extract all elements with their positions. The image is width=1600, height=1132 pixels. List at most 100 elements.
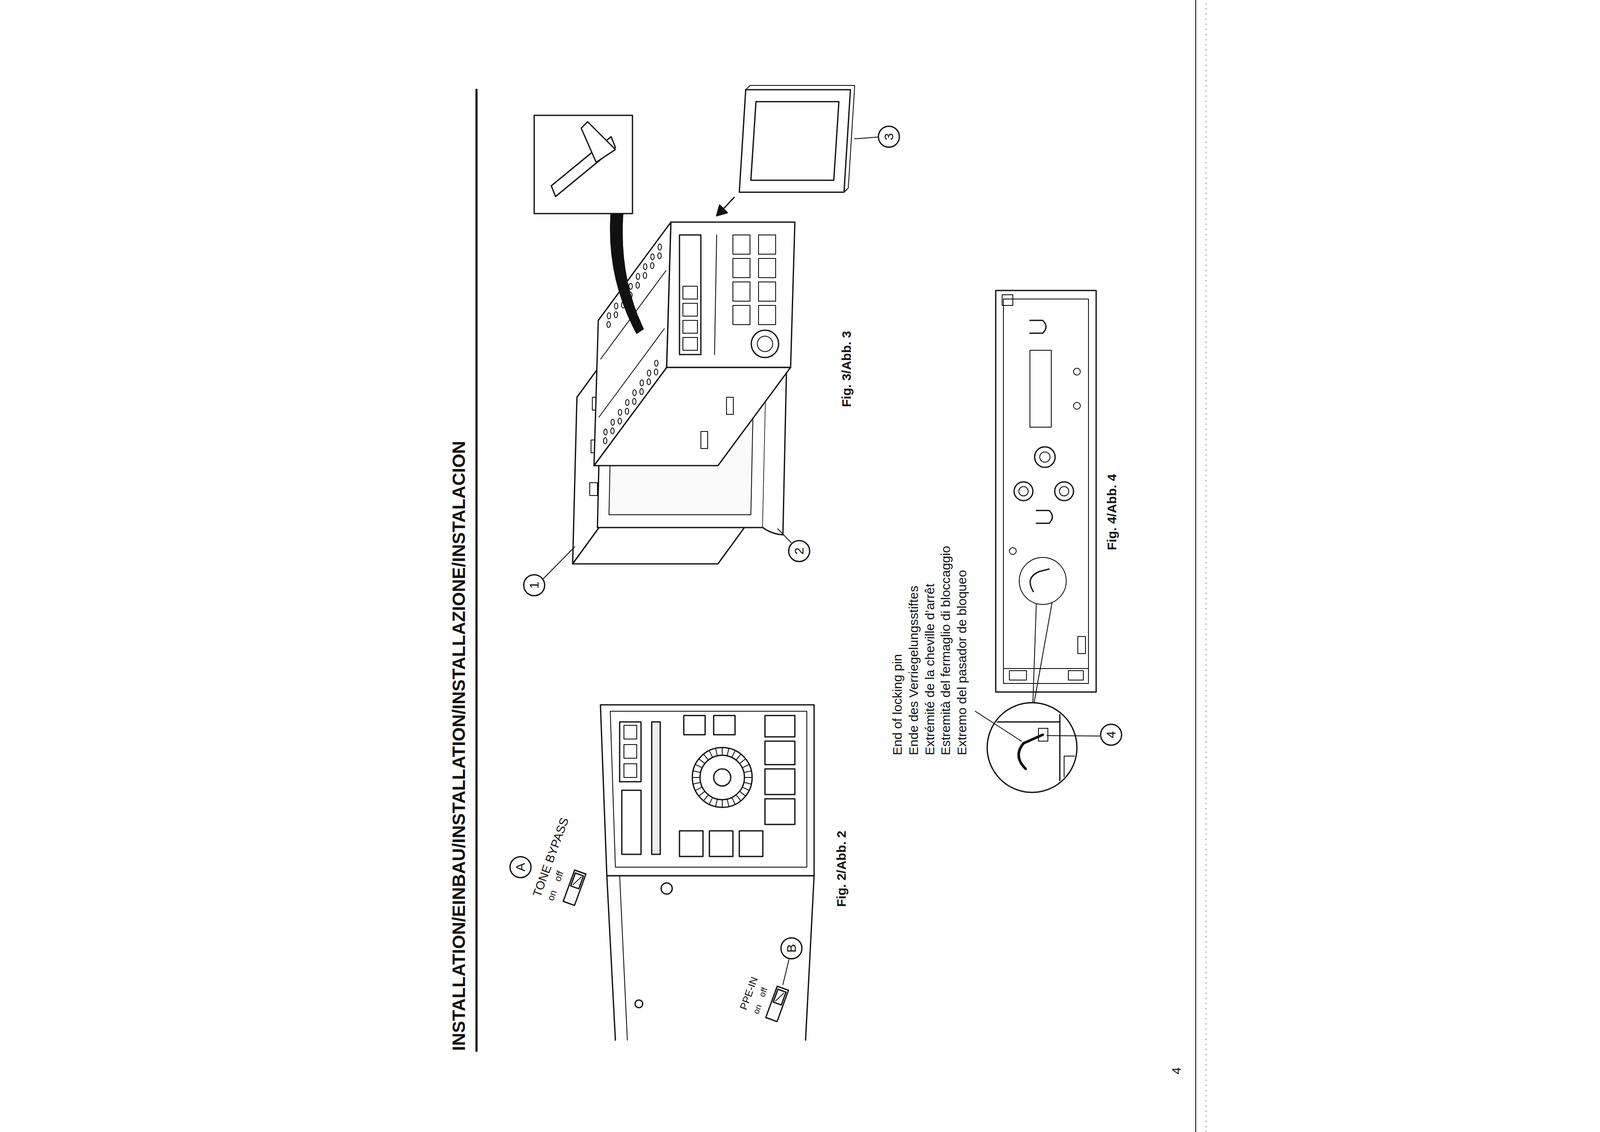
vent-hole <box>603 438 607 445</box>
unit-bracket <box>1068 670 1084 681</box>
vent-hole <box>654 369 658 376</box>
vent-hole <box>632 389 637 396</box>
switch-position: off <box>551 869 566 885</box>
panel-button <box>683 715 706 736</box>
radio-button <box>732 305 750 325</box>
magnifier-cone <box>1032 603 1037 703</box>
side-slot <box>726 397 734 415</box>
radio-top <box>594 222 671 466</box>
display-window <box>621 790 642 855</box>
panel-button <box>764 715 795 738</box>
knob-ridge <box>744 782 752 785</box>
vent-hole <box>614 302 618 309</box>
vent-hole <box>639 388 644 395</box>
switch-position: on <box>544 888 560 903</box>
knob-ridge <box>732 750 736 758</box>
screw-hole <box>1009 547 1017 555</box>
knob-ridge <box>692 777 700 779</box>
tape-slot <box>651 722 661 855</box>
title-rule <box>475 89 478 1052</box>
callout-number: 1 <box>523 574 546 597</box>
radio-display <box>679 235 701 355</box>
chassis-side <box>606 876 815 1041</box>
vent-hole <box>636 273 640 280</box>
vent-hole <box>657 252 662 259</box>
switch-body <box>563 870 586 906</box>
knob-ridge <box>721 800 723 808</box>
socket-core <box>1018 486 1029 497</box>
trim-frame-opening <box>750 101 839 181</box>
magnified-detail <box>982 696 1077 800</box>
callout-number: 4 <box>1100 723 1123 747</box>
locking-pin <box>1030 569 1050 592</box>
display-window <box>619 722 642 783</box>
knob-ridge <box>721 747 723 756</box>
display-segment <box>682 303 698 317</box>
knob-ridge <box>744 777 753 779</box>
knob-ridge <box>715 799 718 808</box>
top-rib <box>599 329 665 418</box>
dotted-rule <box>1205 0 1207 1132</box>
display-segment <box>623 744 637 759</box>
vent-hole <box>658 244 662 250</box>
radio-button <box>732 258 750 278</box>
panel-button <box>713 715 736 736</box>
socket-core <box>1039 452 1050 463</box>
socket <box>1034 447 1056 468</box>
radio-button <box>758 305 776 325</box>
sleeve-tab <box>589 482 598 496</box>
u-clip <box>1029 320 1047 334</box>
switch-shade <box>573 875 582 888</box>
socket <box>1014 482 1033 501</box>
magnifier-cone <box>1034 602 1053 703</box>
radio-knob <box>751 330 779 358</box>
knob-ridge <box>709 797 713 805</box>
display-segment <box>682 320 698 334</box>
knob-ridge <box>695 764 703 769</box>
callout-letter: A <box>509 856 532 879</box>
front-panel <box>600 705 815 877</box>
vent-hole <box>654 360 659 367</box>
trim-frame <box>739 89 851 193</box>
knob-ridge <box>735 754 741 761</box>
socket-core <box>1059 486 1069 497</box>
socket <box>1054 482 1074 501</box>
label-plate <box>1029 350 1052 428</box>
leader-note: Ende des Verriegelungsstiftes <box>906 585 922 757</box>
chassis-groove <box>619 876 628 1041</box>
fig3-installation <box>534 85 878 579</box>
callout-letter: B <box>780 937 803 960</box>
knob-ridge <box>727 748 730 757</box>
figure-caption: Fig. 2/Abb. 2 <box>834 830 850 909</box>
unit-end-line <box>1003 668 1089 670</box>
knob-ridge <box>715 748 718 757</box>
knob-ridge <box>739 758 746 764</box>
vent-hole <box>603 429 608 436</box>
locking-pin <box>1018 735 1043 770</box>
screw-hole <box>1073 368 1081 376</box>
panel-button <box>764 769 795 795</box>
vent-hole <box>643 272 647 279</box>
knob-ridge <box>735 795 741 802</box>
vent-hole <box>647 379 651 386</box>
unit-slot <box>1077 636 1086 654</box>
panel-button <box>709 831 733 857</box>
vent-hole <box>625 408 629 415</box>
page-edge-rule <box>1195 0 1197 1132</box>
vent-hole <box>650 262 654 269</box>
knob-ridge <box>727 799 730 808</box>
leader-note: Extrémité de la cheville d’arrêt <box>922 582 938 757</box>
unit-bracket <box>1009 670 1027 681</box>
vent-hole <box>614 311 618 318</box>
knob-ridge <box>693 782 701 785</box>
vent-hole <box>625 399 630 406</box>
leader-note: Estremità del fermaglio di bloccaggio <box>938 545 954 757</box>
ppe-in-switch <box>765 986 789 1023</box>
switch-slider <box>570 873 584 890</box>
callout-number: 3 <box>877 125 900 148</box>
vent-hole <box>640 379 644 386</box>
tone-bypass-switch <box>563 870 586 906</box>
page-number: 4 <box>1169 1067 1185 1077</box>
chassis-hole <box>635 1000 643 1009</box>
